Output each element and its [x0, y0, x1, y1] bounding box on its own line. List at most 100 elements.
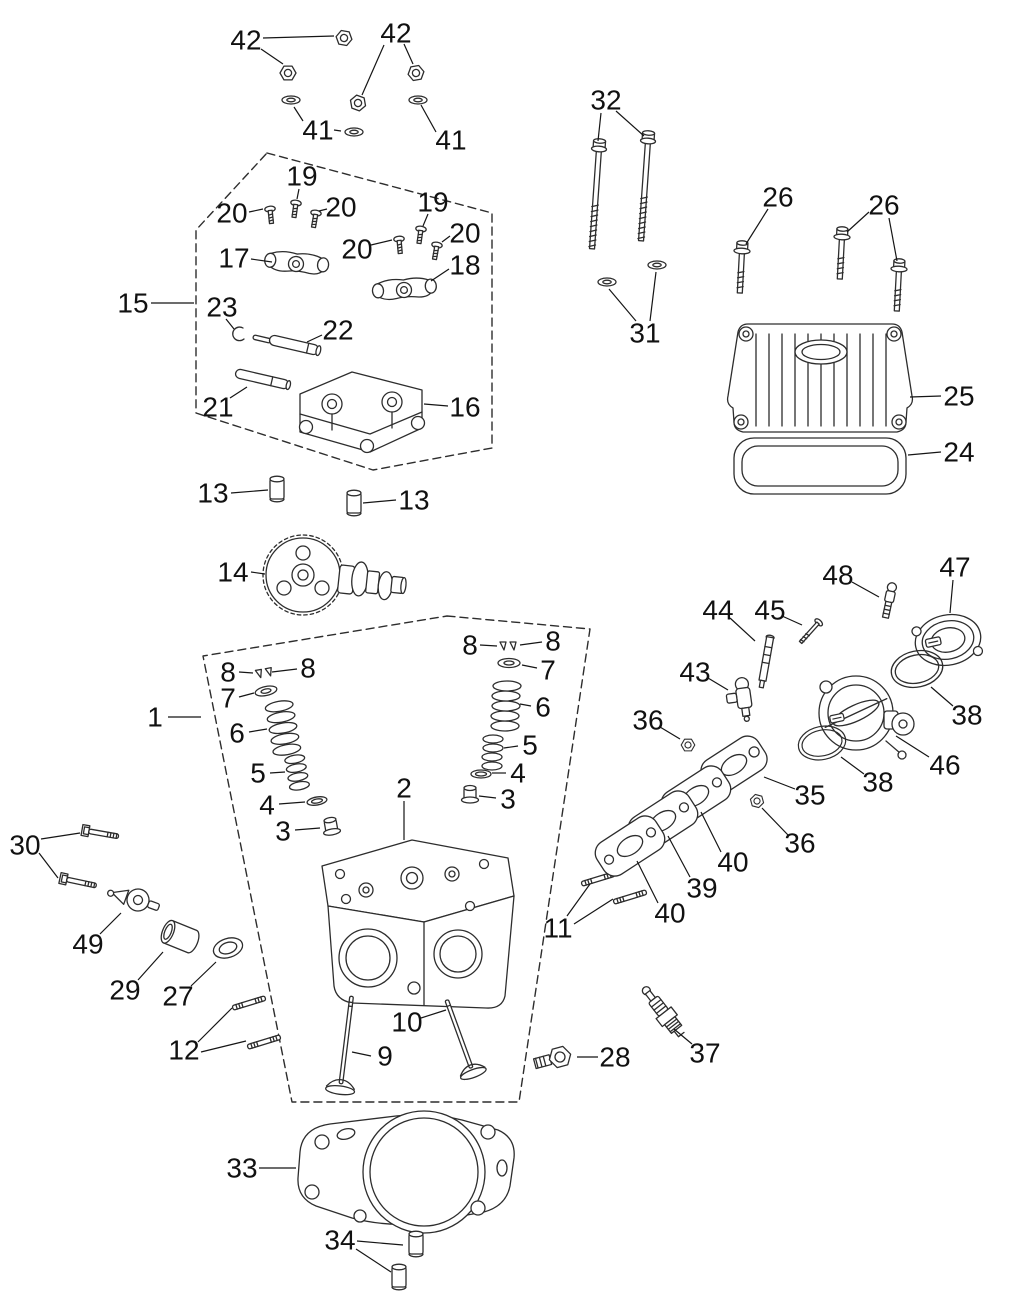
- washer: [281, 95, 301, 105]
- leader-line-26: [846, 211, 870, 233]
- callout-36: 36: [784, 828, 815, 859]
- cylinder-stud-bolt: [632, 129, 657, 242]
- callout-8: 8: [300, 653, 316, 684]
- leader-line-40: [636, 860, 659, 904]
- head-gasket: [297, 1110, 515, 1234]
- callout-31: 31: [629, 318, 660, 349]
- callout-27: 27: [162, 981, 193, 1012]
- leader-line-20: [370, 239, 393, 246]
- callout-41: 41: [302, 115, 333, 146]
- rocker-assembly-boundary: [195, 152, 493, 471]
- leader-line-20: [248, 208, 264, 213]
- outer-valve-spring: [490, 680, 522, 732]
- flange-nut: [334, 29, 354, 47]
- callout-38: 38: [951, 700, 982, 731]
- leader-line-9: [351, 1051, 372, 1057]
- exhaust-rocker-arm: [371, 277, 437, 301]
- callout-4: 4: [510, 758, 526, 789]
- inner-valve-spring: [481, 734, 504, 771]
- leader-line-14: [250, 571, 266, 575]
- callout-19: 19: [286, 161, 317, 192]
- leader-line-25: [909, 395, 942, 398]
- callout-32: 32: [590, 85, 621, 116]
- callout-30: 30: [9, 830, 40, 861]
- fuel-injector: [725, 676, 753, 722]
- callout-43: 43: [679, 657, 710, 688]
- leader-line-35: [763, 776, 796, 790]
- leader-line-32: [597, 112, 602, 142]
- callout-9: 9: [377, 1041, 393, 1072]
- leader-line-8: [479, 644, 498, 647]
- leader-line-42: [361, 44, 385, 96]
- callout-26: 26: [868, 190, 899, 221]
- leader-line-48: [851, 581, 880, 598]
- callout-44: 44: [702, 595, 733, 626]
- rocker-shaft-clip: [232, 326, 272, 344]
- stud-washer: [647, 260, 667, 270]
- leader-line-18: [430, 268, 450, 282]
- leader-line-45: [781, 615, 803, 626]
- camshaft: [262, 534, 407, 616]
- callout-1: 1: [147, 702, 163, 733]
- callout-36: 36: [632, 705, 663, 736]
- leader-line-22: [306, 334, 323, 343]
- leader-line-30: [38, 852, 59, 879]
- intake-stud: [612, 889, 648, 905]
- callout-2: 2: [396, 773, 412, 804]
- spark-plug: [641, 986, 685, 1038]
- leader-line-42: [403, 43, 414, 65]
- callout-42: 42: [230, 25, 261, 56]
- valve-cover-bolt: [831, 225, 852, 281]
- flange-nut: [279, 65, 297, 81]
- callout-18: 18: [449, 250, 480, 281]
- leader-line-42: [260, 48, 284, 65]
- leader-line-21: [229, 386, 248, 399]
- leader-line-38: [930, 686, 954, 707]
- callout-3: 3: [500, 784, 516, 815]
- leader-line-13: [230, 489, 269, 494]
- valve-stem-seal: [320, 815, 342, 837]
- callout-5: 5: [522, 730, 538, 761]
- valve-stem-seal: [460, 784, 480, 804]
- callout-5: 5: [250, 758, 266, 789]
- callout-7: 7: [540, 655, 556, 686]
- intake-boot: [911, 613, 984, 667]
- washer: [344, 127, 364, 137]
- leader-line-40: [700, 811, 722, 853]
- leader-line-44: [729, 617, 756, 642]
- cylinder-head: [321, 839, 515, 1009]
- leader-line-4: [278, 801, 306, 805]
- leader-line-6: [248, 728, 268, 733]
- leader-line-7: [521, 664, 538, 669]
- callout-10: 10: [391, 1007, 422, 1038]
- exhaust-valve: [325, 995, 356, 1096]
- flange-nut: [680, 738, 696, 752]
- valve-stack-right: [460, 641, 522, 804]
- leader-line-41: [420, 104, 437, 133]
- intake-valve: [444, 999, 487, 1081]
- leader-line-3: [294, 827, 321, 831]
- callout-41: 41: [435, 125, 466, 156]
- leader-line-37: [673, 1028, 693, 1045]
- callout-14: 14: [217, 557, 248, 588]
- callout-39: 39: [686, 873, 717, 904]
- leader-line-16: [423, 403, 449, 407]
- valve-cover: [726, 323, 914, 433]
- leader-line-20: [441, 235, 451, 243]
- callout-26: 26: [762, 182, 793, 213]
- leader-line-5: [269, 771, 286, 774]
- callout-15: 15: [117, 288, 148, 319]
- callout-12: 12: [168, 1035, 199, 1066]
- callout-7: 7: [220, 683, 236, 714]
- callout-3: 3: [275, 816, 291, 847]
- leader-line-47: [949, 579, 954, 614]
- dowel-pin: [269, 475, 285, 503]
- leader-line-19: [296, 188, 300, 200]
- callout-29: 29: [109, 975, 140, 1006]
- rocker-box: [298, 371, 426, 454]
- callout-6: 6: [535, 692, 551, 723]
- leader-line-29: [137, 951, 164, 981]
- valve-stack-left: [253, 667, 342, 837]
- leader-line-32: [615, 110, 645, 137]
